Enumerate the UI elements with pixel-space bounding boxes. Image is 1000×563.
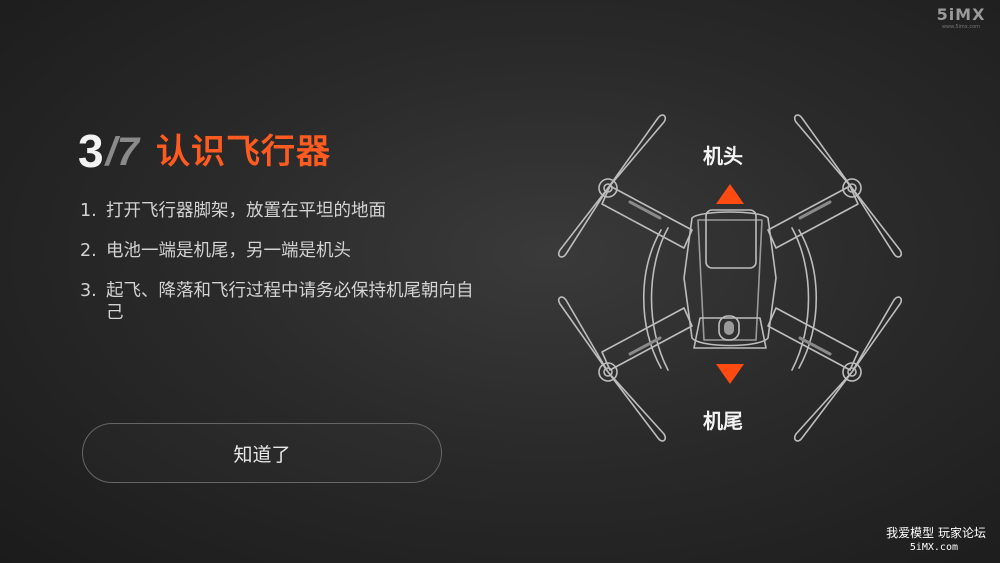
- rear-arrow-icon: [716, 364, 744, 384]
- instruction-item: 3. 起飞、降落和飞行过程中请务必保持机尾朝向自己: [80, 280, 480, 324]
- watermark-line2: 5iMX.com: [909, 542, 958, 553]
- instruction-text: 起飞、降落和飞行过程中请务必保持机尾朝向自己: [106, 281, 474, 323]
- step-current: 3: [78, 125, 104, 177]
- instruction-text: 电池一端是机尾，另一端是机头: [106, 241, 351, 261]
- step-total: /7: [105, 130, 139, 174]
- instruction-list: 1. 打开飞行器脚架，放置在平坦的地面 2. 电池一端是机尾，另一端是机头 3.…: [80, 200, 480, 342]
- page-title: 认识飞行器: [156, 132, 331, 172]
- instruction-item: 2. 电池一端是机尾，另一端是机头: [80, 240, 480, 262]
- rear-label: 机尾: [703, 409, 743, 433]
- instruction-number: 1.: [80, 201, 97, 221]
- got-it-button[interactable]: 知道了: [82, 423, 442, 483]
- site-logo: 5iMX www.5imx.com: [930, 6, 992, 34]
- front-label: 机头: [703, 144, 743, 168]
- instruction-text: 打开飞行器脚架，放置在平坦的地面: [106, 201, 386, 221]
- step-indicator: 3 /7: [78, 122, 139, 174]
- drone-diagram: [557, 114, 903, 442]
- logo-url: www.5imx.com: [941, 24, 981, 30]
- instruction-number: 3.: [80, 281, 97, 301]
- logo-mark: 5iMX: [936, 5, 986, 24]
- front-arrow-icon: [716, 184, 744, 204]
- instruction-item: 1. 打开飞行器脚架，放置在平坦的地面: [80, 200, 480, 222]
- watermark: 我爱模型 玩家论坛 5iMX.com: [886, 525, 986, 555]
- watermark-line1: 我爱模型 玩家论坛: [886, 526, 986, 540]
- instruction-number: 2.: [80, 241, 97, 261]
